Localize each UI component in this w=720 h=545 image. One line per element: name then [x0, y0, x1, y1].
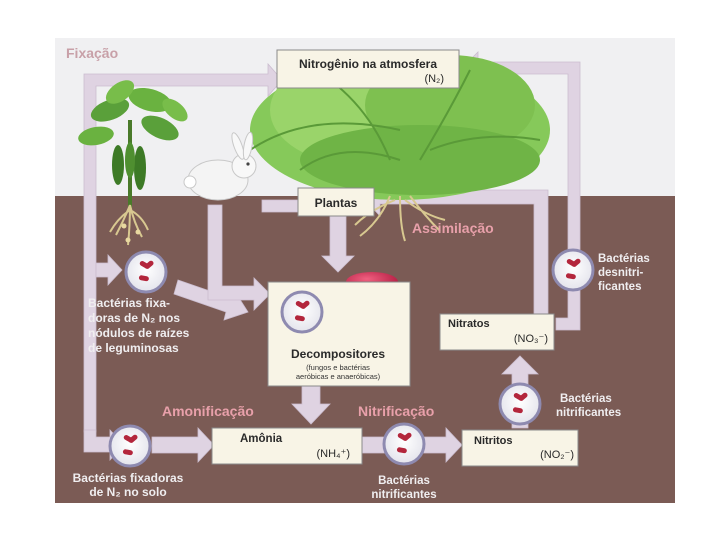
- label-amonia: Amônia: [240, 433, 283, 445]
- label-bact-desnit-2: desnitri-: [598, 267, 644, 279]
- arrow-decomp-to-amonia: [291, 385, 331, 425]
- label-bact-fix-leg-2: doras de N₂ nos: [88, 311, 180, 325]
- label-amonia-formula: (NH₄⁺): [316, 448, 350, 460]
- label-bact-fix-solo-1: Bactérias fixadoras: [73, 471, 184, 485]
- label-nitratos-formula: (NO₃⁻): [514, 333, 548, 345]
- nitritos-box: [461, 429, 579, 467]
- atmosphere-box: [276, 49, 460, 89]
- label-bact-nitrif-bottom-1: Bactérias: [378, 475, 430, 487]
- label-bact-desnit-3: ficantes: [598, 281, 641, 293]
- bacteria-nitrifying-bottom: [382, 422, 426, 466]
- nitratos-box: [439, 313, 555, 351]
- arrow-to-legume-bacteria: [95, 253, 123, 287]
- plantas-box: [297, 187, 375, 217]
- label-plantas: Plantas: [315, 196, 358, 210]
- label-decomp-sub-1: (fungos e bactérias: [306, 363, 370, 372]
- bacteria-decomp: [280, 290, 324, 334]
- legume-plant: [78, 80, 188, 246]
- arrow-soil-bacteria-to-amonia: [151, 426, 215, 464]
- label-assimilacao: Assimilação: [412, 220, 494, 236]
- label-nitritos-formula: (NO₂⁻): [540, 449, 574, 461]
- label-nitrificacao: Nitrificação: [358, 403, 434, 419]
- label-bact-nitrif-bottom-2: nitrificantes: [371, 489, 436, 501]
- label-atmosfera: Nitrogênio na atmosfera: [299, 57, 437, 71]
- label-bact-fix-leg-1: Bactérias fixa-: [88, 296, 170, 310]
- rabbit: [183, 131, 257, 201]
- arrow-plants-left: [261, 199, 301, 213]
- bacteria-soil: [108, 424, 152, 468]
- label-bact-nitrif-right-2: nitrificantes: [556, 407, 621, 419]
- label-bact-fix-leg-3: nódulos de raízes: [88, 326, 190, 340]
- label-fixacao: Fixação: [66, 45, 118, 61]
- arrow-left-down-to-decomp: [207, 204, 271, 311]
- amonia-box: [211, 427, 363, 465]
- label-bact-fix-leg-4: de leguminosas: [88, 341, 179, 355]
- label-nitratos: Nitratos: [448, 318, 490, 330]
- bacteria-cells: [108, 248, 595, 468]
- label-decompositores: Decompositores: [291, 347, 385, 361]
- bacteria-legume: [124, 250, 168, 294]
- label-bact-desnit-1: Bactérias: [598, 253, 650, 265]
- label-bact-fix-solo-2: de N₂ no solo: [89, 485, 166, 499]
- arrow-plants-to-decomp: [321, 215, 355, 273]
- label-atmosfera-formula: (N₂): [424, 73, 444, 85]
- label-decomp-sub-2: aeróbicas e anaeróbicas): [296, 372, 381, 381]
- label-bact-nitrif-right-1: Bactérias: [560, 393, 612, 405]
- bacteria-denitrifying: [551, 248, 595, 292]
- bacteria-nitrifying-right: [498, 382, 542, 426]
- text-labels: Fixação Nitrogênio na atmosfera (N₂) Pla…: [66, 45, 650, 501]
- label-amonificacao: Amonificação: [162, 403, 254, 419]
- label-nitritos: Nitritos: [474, 435, 513, 447]
- boxes: [211, 49, 579, 467]
